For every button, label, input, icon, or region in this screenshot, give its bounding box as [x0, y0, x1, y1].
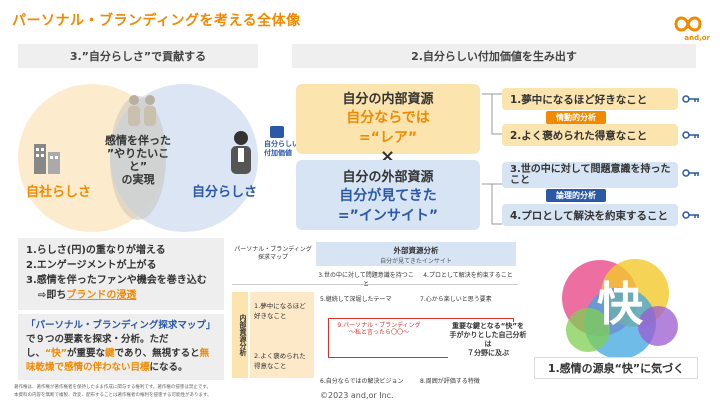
key-icon — [682, 131, 699, 139]
warning-highlight: 無味乾燥で感情の伴わない目標 — [26, 348, 210, 373]
callout-line2: 手がかりとした自己分析は — [449, 331, 527, 348]
effect-conclusion: ⇨即ちブランドの浸透 — [26, 288, 216, 303]
logo-infinity-icon — [674, 16, 702, 32]
matrix-callout: 重要な鍵となる“快”を 手がかりとした自己分析は ７分野に及ぶ — [448, 322, 528, 358]
key-icon — [682, 95, 699, 103]
effect-2: 2.エンゲージメントが上がる — [26, 260, 157, 271]
matrix-header-sub: 自分が見てきたインサイト — [380, 258, 452, 265]
footer-line2: 本資料の内容を無断で複製、改変、配布することは著作権者の権利を侵害する可能性があ… — [14, 393, 212, 398]
effect-3: 3.感情を伴ったファンや機会を巻き込む — [26, 275, 207, 286]
added-value-line2: 付加価値 — [264, 149, 292, 157]
callout-line3: ７分野に及ぶ — [467, 349, 509, 357]
matrix-side-label: 内部資源分析 — [239, 314, 247, 356]
kai-highlight: “快” — [45, 348, 68, 359]
matrix-corner-line2: 探求マップ — [257, 254, 288, 261]
matrix-center-line2: 〜私と言ったら〇〇〜 — [348, 329, 409, 336]
map-explanation-box: 「パーソナル・ブランディング探求マップ」で９つの要素を探求・分析。ただし、“快”… — [18, 314, 224, 380]
map-text-4: が重要な — [67, 348, 106, 359]
matrix-col-4: 4.プロとして解決を約束すること — [423, 272, 513, 279]
map-text-6: であり、無視すると — [114, 348, 200, 359]
emotional-analysis-tag: 情動的分析 — [546, 111, 606, 124]
logical-analysis-tag: 論理的分析 — [546, 189, 606, 202]
map-text-2: で９つの要素を探求・分析。ただし、 — [26, 334, 169, 359]
building-icon — [34, 144, 60, 174]
map-name: 「パーソナル・ブランディング探求マップ」 — [26, 320, 216, 331]
outer-resource-box: 自分の外部資源 自分が見てきた =”インサイト” — [296, 160, 480, 230]
outer-resource-line1: 自分が見てきた — [339, 188, 437, 204]
key-highlight: 鍵 — [105, 348, 115, 359]
kai-label: 1.感情の源泉“快”に気づく — [534, 357, 698, 379]
page-title: パーソナル・ブランディングを考える全体像 — [12, 13, 301, 29]
effect-conclusion-prefix: ⇨即ち — [38, 290, 67, 301]
person-icon — [231, 131, 251, 174]
matrix-cell-7: 7.心から楽しいと思う要素 — [420, 296, 492, 303]
inner-resource-line2: =“レア” — [358, 130, 418, 146]
matrix-cell-6: 6.自分ならではの解決ビジョン — [320, 378, 404, 385]
footer-line1: 著作権は、著作権が著作権者を保持したまま作成に関与する権利です。著作権の侵害は禁… — [14, 385, 211, 390]
key-icon — [682, 169, 699, 177]
matrix-corner: パーソナル・ブランディング 探求マップ — [232, 242, 314, 266]
key-icon — [682, 211, 699, 219]
people-group-icon — [128, 95, 156, 126]
logo-text: and,or — [684, 34, 710, 42]
bracket-lines — [482, 93, 502, 225]
venn-center-line3: の実現 — [121, 173, 155, 186]
outer-resource-line2: =”インサイト” — [337, 208, 439, 224]
brand-penetration-text: ブランドの浸透 — [66, 290, 137, 301]
item-1: 1.夢中になるほど好きなこと — [502, 88, 678, 110]
matrix-row-2: 2.よく褒められた得意なこと — [254, 352, 306, 370]
item-3: 3.世の中に対して問題意識を持ったこと — [502, 162, 678, 188]
callout-line1: 重要な鍵となる“快”を — [452, 322, 524, 330]
matrix-cell-8: 8.周囲が評価する特徴 — [420, 378, 480, 385]
item-4: 4.プロとして解決を約束すること — [502, 204, 678, 226]
company-label: 自社らしさ — [26, 185, 92, 200]
venn-center-line2: ”やりたいこと” — [106, 147, 170, 173]
outer-resource-title: 自分の外部資源 — [342, 170, 434, 185]
inner-resource-title: 自分の内部資源 — [342, 92, 434, 107]
matrix-side: 内部資源分析 — [232, 292, 248, 378]
venn-center-text: 感情を伴った ”やりたいこと” の実現 — [98, 134, 178, 186]
effect-1: 1.らしさ(円)の重なりが増える — [26, 245, 166, 256]
matrix-divider — [232, 284, 518, 285]
effects-box: 1.らしさ(円)の重なりが増える 2.エンゲージメントが上がる 3.感情を伴った… — [18, 238, 224, 310]
added-value-label: 自分らしい 付加価値 — [264, 140, 299, 158]
kai-character: 快 — [597, 277, 644, 331]
matrix-corner-line1: パーソナル・ブランディング — [234, 246, 312, 253]
venn-center-line1: 感情を伴った — [105, 134, 171, 147]
matrix-row-1: 1.夢中になるほど好きなこと — [254, 302, 306, 320]
matrix-center-line1: 9.パーソナル・ブランディング — [337, 322, 421, 329]
matrix-cell-5: 5.継続して深堀したテーマ — [320, 296, 392, 303]
inner-resource-box: 自分の内部資源 自分ならでは =“レア” — [296, 84, 480, 154]
copyright: ©2023 and,or Inc. — [320, 391, 394, 400]
self-label: 自分らしさ — [192, 185, 258, 200]
item-2: 2.よく褒められた得意なこと — [502, 124, 678, 146]
map-text-8: になる。 — [149, 362, 188, 373]
section-contribute: 3.”自分らしさ”で貢献する — [18, 44, 258, 68]
added-value-line1: 自分らしい — [264, 140, 299, 148]
inner-resource-line1: 自分ならでは — [346, 110, 430, 126]
matrix-header-title: 外部資源分析 — [393, 246, 439, 255]
color-splash-image: 快 — [562, 259, 678, 359]
matrix-row-block — [250, 292, 314, 378]
gift-icon — [270, 126, 284, 138]
map-explanation-text: 「パーソナル・ブランディング探求マップ」で９つの要素を探求・分析。ただし、“快”… — [26, 319, 216, 375]
section-value: 2.自分らしい付加価値を生み出す — [292, 44, 696, 68]
matrix-col-3: 3.世の中に対して問題意識を持つこと — [318, 272, 414, 288]
matrix-header: 外部資源分析 自分が見てきたインサイト — [316, 242, 516, 266]
